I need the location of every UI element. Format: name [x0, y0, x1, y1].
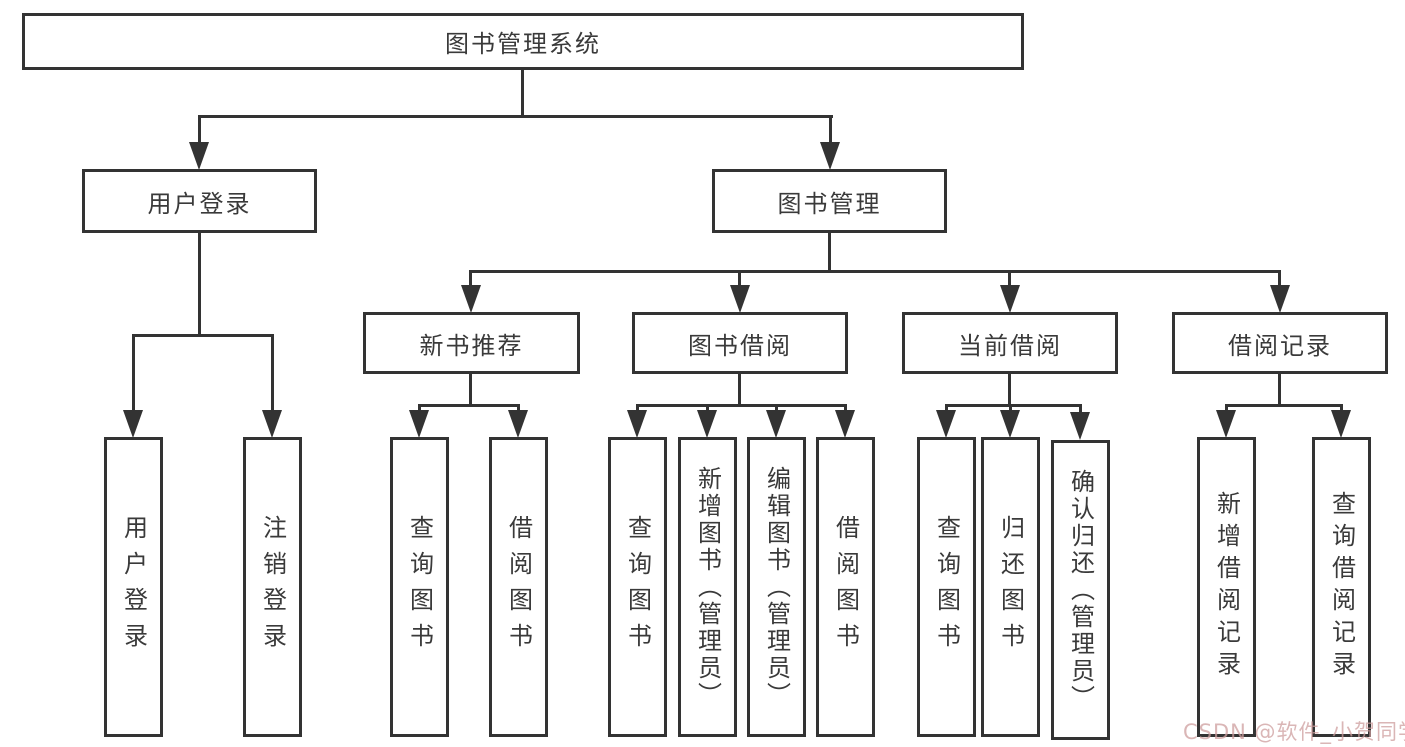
arrow-down-icon: [697, 410, 717, 438]
node-leaf-return-books: 归还图书: [981, 437, 1040, 737]
node-label: 归还图书: [996, 515, 1025, 659]
node-leaf-borrow-books: 借阅图书: [816, 437, 875, 737]
connector-line: [738, 374, 741, 407]
connector-line: [1008, 374, 1011, 407]
node-leaf-add-books-admin: 新增图书（管理员）: [678, 437, 737, 737]
node-leaf-query-books-current: 查询图书: [917, 437, 976, 737]
node-book-borrow: 图书借阅: [632, 312, 848, 374]
node-leaf-confirm-return-admin: 确认归还（管理员）: [1051, 440, 1110, 740]
node-label: 用户登录: [119, 515, 148, 659]
connector-line: [636, 404, 847, 407]
node-label: 图书借阅: [688, 331, 792, 360]
connector-line: [198, 115, 833, 118]
connector-line: [1008, 272, 1011, 288]
node-label: 借阅图书: [831, 515, 860, 659]
node-leaf-add-borrow-record: 新增借阅记录: [1197, 437, 1256, 737]
node-label: 新增图书（管理员）: [693, 465, 722, 709]
arrow-down-icon: [627, 410, 647, 438]
node-book-management: 图书管理: [712, 169, 947, 233]
arrow-down-icon: [262, 410, 282, 438]
connector-line: [418, 404, 520, 407]
connector-line: [132, 334, 274, 337]
arrow-down-icon: [820, 142, 840, 170]
connector-line: [469, 272, 472, 288]
arrow-down-icon: [936, 410, 956, 438]
arrow-down-icon: [461, 285, 481, 313]
node-new-book-recommend: 新书推荐: [363, 312, 580, 374]
connector-line: [829, 117, 832, 147]
node-label: 新书推荐: [419, 331, 524, 360]
node-label: 查询图书: [932, 515, 961, 659]
arrow-down-icon: [1000, 410, 1020, 438]
node-label: 查询图书: [405, 515, 434, 659]
node-label: 借阅记录: [1228, 331, 1332, 360]
arrow-down-icon: [1270, 285, 1290, 313]
connector-line: [469, 374, 472, 407]
arrow-down-icon: [766, 410, 786, 438]
arrow-down-icon: [1000, 285, 1020, 313]
node-label: 用户登录: [147, 189, 252, 218]
node-label: 新增借阅记录: [1212, 491, 1241, 683]
connector-line: [1278, 374, 1281, 407]
node-label: 图书管理系统: [445, 30, 601, 58]
node-leaf-query-books-recommend: 查询图书: [390, 437, 449, 737]
node-leaf-edit-books-admin: 编辑图书（管理员）: [747, 437, 806, 737]
node-label: 借阅图书: [504, 515, 533, 659]
node-label: 查询借阅记录: [1327, 491, 1356, 683]
connector-line: [1079, 406, 1082, 414]
node-label: 当前借阅: [958, 331, 1062, 360]
node-leaf-logout: 注销登录: [243, 437, 302, 737]
node-leaf-user-login: 用户登录: [104, 437, 163, 737]
arrow-down-icon: [1331, 410, 1351, 438]
node-label: 注销登录: [258, 515, 287, 659]
arrow-down-icon: [409, 410, 429, 438]
node-user-login: 用户登录: [82, 169, 317, 233]
connector-line: [1278, 272, 1281, 288]
arrow-down-icon: [508, 410, 528, 438]
connector-line: [945, 404, 1082, 407]
arrow-down-icon: [1070, 412, 1090, 440]
node-label: 确认归还（管理员）: [1066, 468, 1095, 712]
connector-line: [469, 270, 1281, 273]
connector-line: [271, 336, 274, 412]
connector-line: [828, 233, 831, 272]
node-label: 查询图书: [623, 515, 652, 659]
connector-line: [738, 272, 741, 288]
node-current-borrow: 当前借阅: [902, 312, 1118, 374]
csdn-watermark: CSDN @软件_小贺同学: [1183, 720, 1405, 744]
arrow-down-icon: [730, 285, 750, 313]
node-label: 编辑图书（管理员）: [762, 465, 791, 709]
connector-line: [198, 232, 201, 336]
connector-line: [521, 69, 524, 117]
node-root: 图书管理系统: [22, 13, 1024, 70]
node-leaf-query-books-borrow: 查询图书: [608, 437, 667, 737]
connector-line: [198, 117, 201, 147]
node-label: 图书管理: [777, 189, 882, 218]
node-leaf-query-borrow-record: 查询借阅记录: [1312, 437, 1371, 737]
connector-line: [1225, 404, 1343, 407]
arrow-down-icon: [189, 142, 209, 170]
node-borrow-records: 借阅记录: [1172, 312, 1388, 374]
arrow-down-icon: [123, 410, 143, 438]
node-leaf-borrow-books-recommend: 借阅图书: [489, 437, 548, 737]
arrow-down-icon: [835, 410, 855, 438]
connector-line: [132, 336, 135, 412]
arrow-down-icon: [1216, 410, 1236, 438]
